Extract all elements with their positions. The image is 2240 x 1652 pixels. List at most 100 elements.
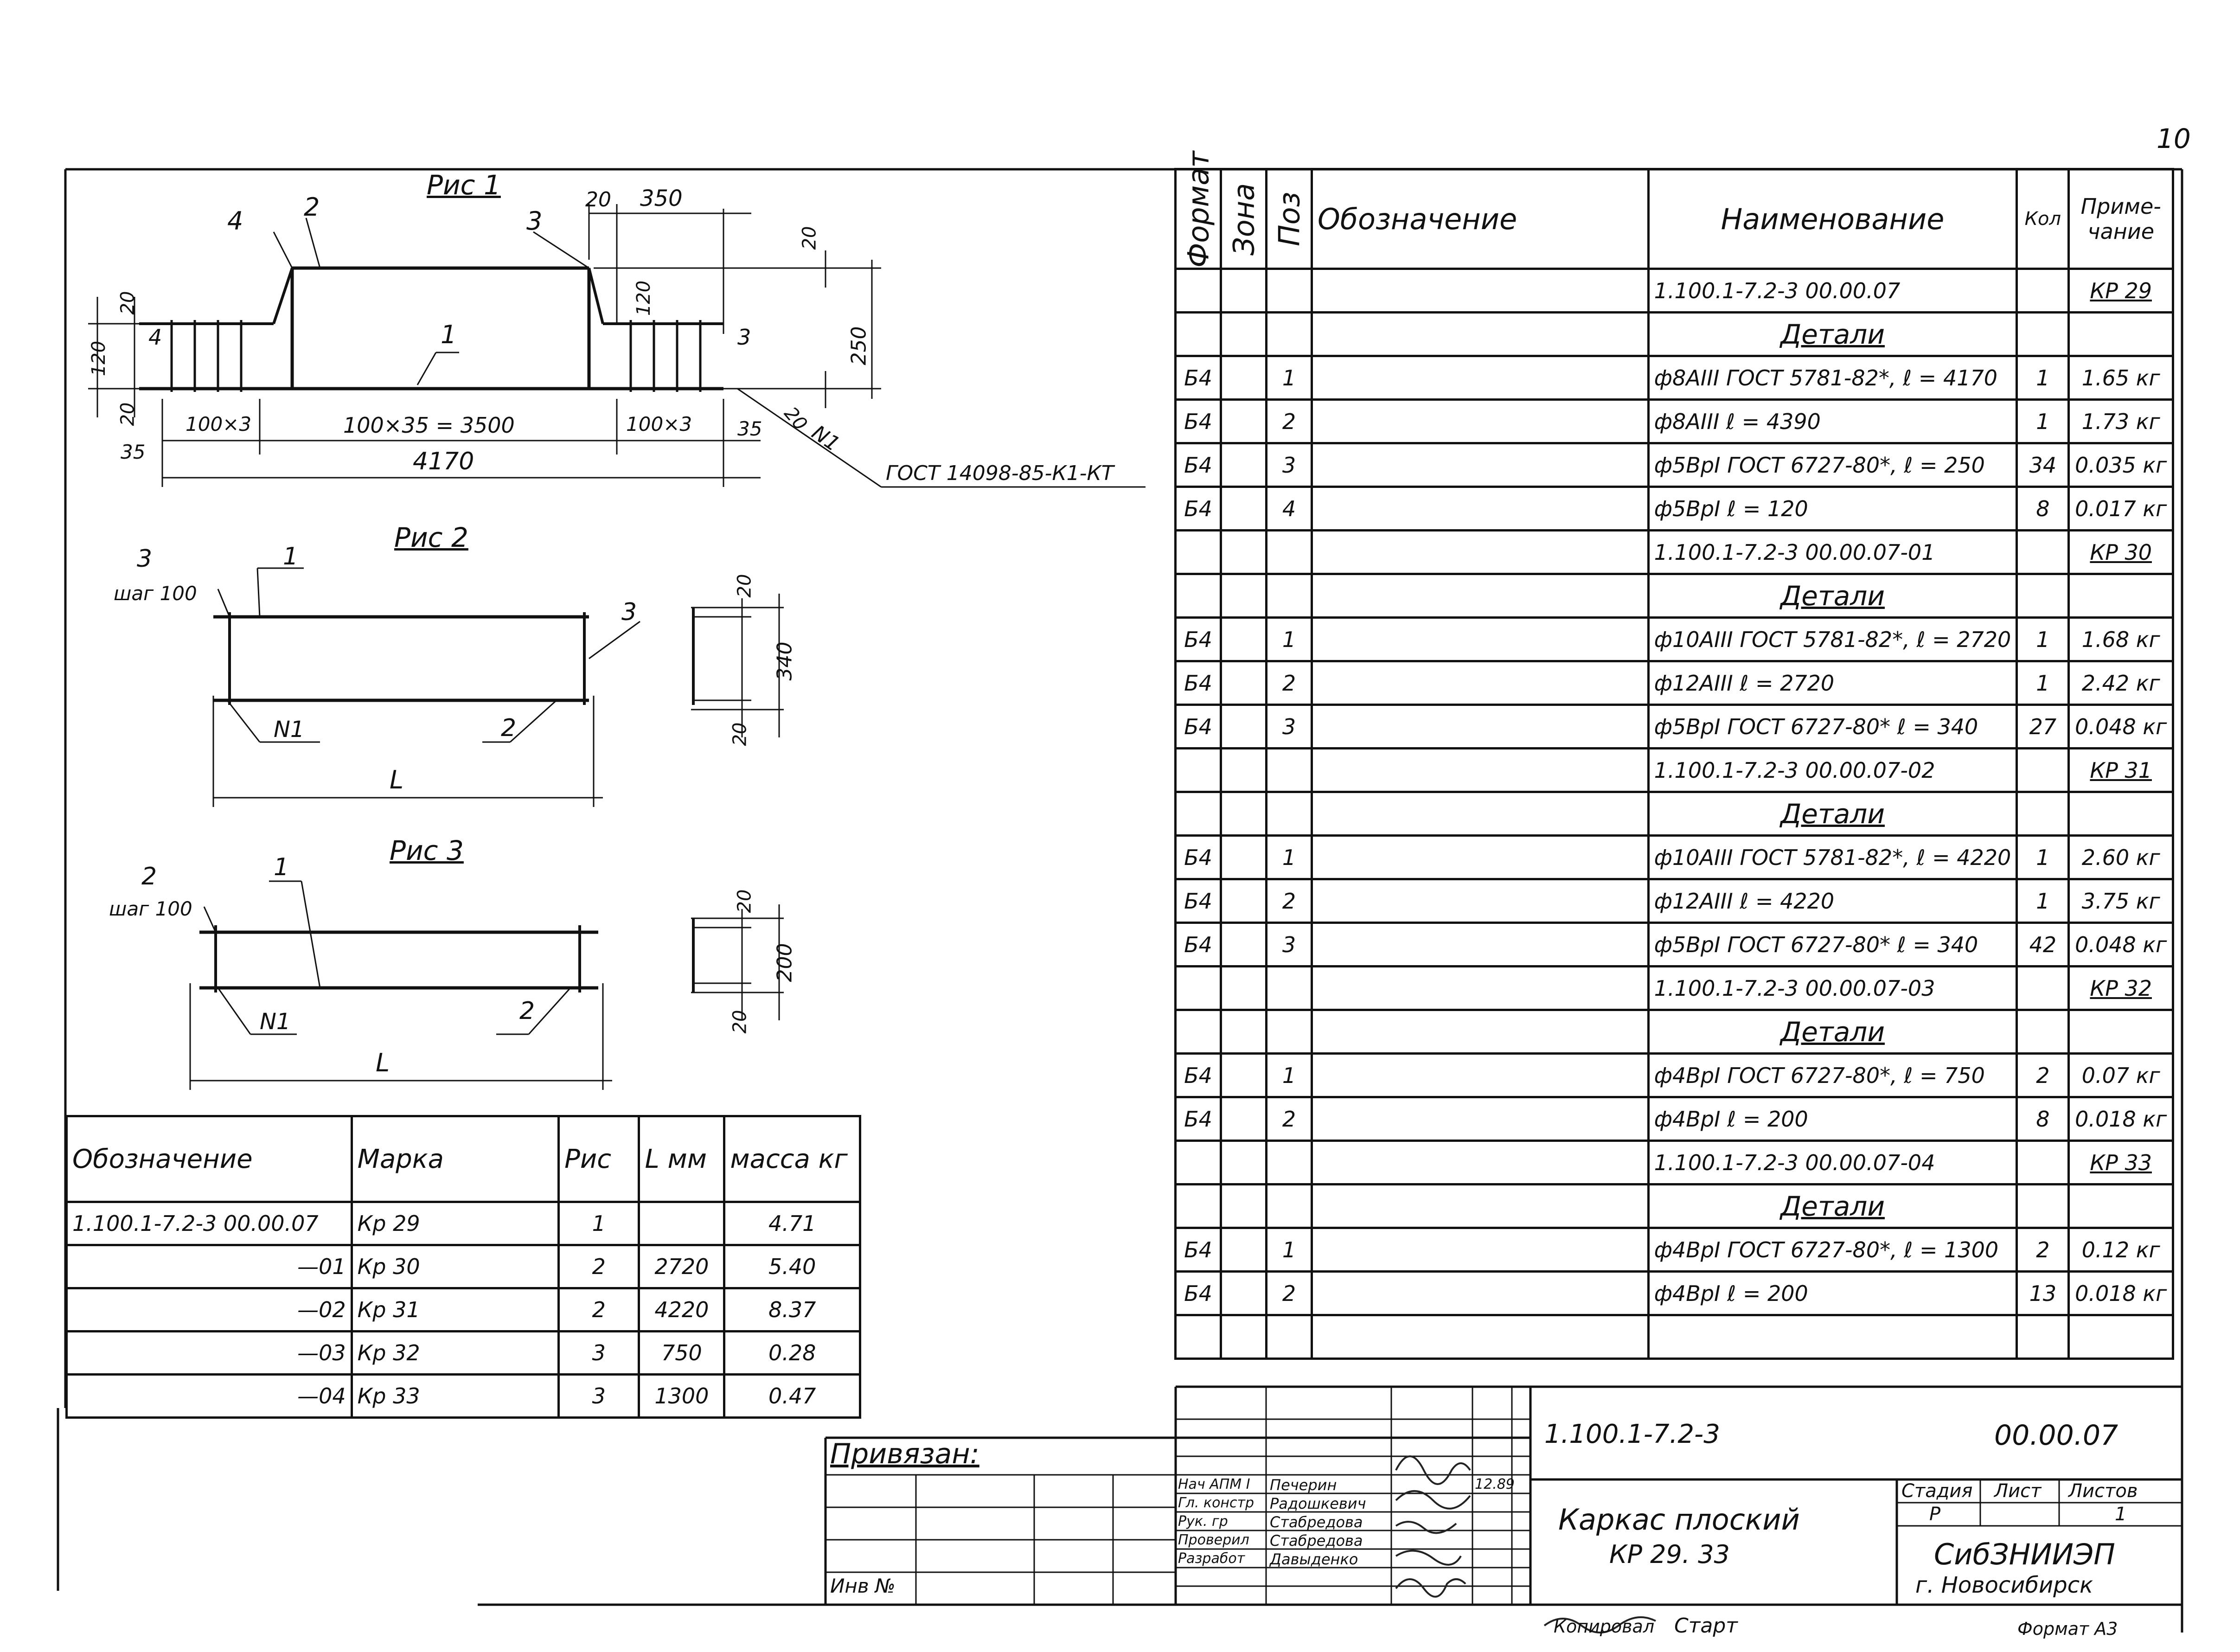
fig1-dim: 4170 [413,448,474,475]
spec-cell-note: 0.035 кг [2067,442,2174,488]
role-date: 12.89 [1475,1476,1515,1492]
mark-header-length: L мм [638,1115,726,1203]
spec-cell-pos: 2 [1265,1270,1313,1316]
spec-cell-qty: 2 [2016,1227,2070,1273]
spec-cell-qty [2016,268,2070,314]
fig1-pos-label: 3 [737,325,751,350]
spec-cell-zone [1220,791,1267,837]
sheets-label: Листов [2068,1480,2138,1502]
fig1-dim: 35 [737,417,762,440]
format-label: Формат А3 [2017,1619,2118,1639]
mark-cell-designation: —03 [65,1330,353,1376]
spec-cell-name: ф12АIII ℓ = 2720 [1647,660,2018,706]
spec-cell-designation [1311,1140,1650,1185]
spec-cell-name: 1.100.1-7.2-3 00.00.07-02 [1647,747,2018,793]
fig1-dim: 120 [633,280,655,316]
spec-cell-name: ф10АIII ГОСТ 5781-82*, ℓ = 4220 [1647,834,2018,880]
spec-cell-pos [1265,1009,1313,1055]
spec-cell-pos [1265,311,1313,357]
spec-cell-zone [1220,660,1267,706]
spec-cell-pos [1265,1140,1313,1185]
spec-cell-qty: 8 [2016,1096,2070,1142]
spec-cell-zone [1220,878,1267,924]
spec-cell-designation [1311,1183,1650,1229]
page-number: 10 [2157,123,2191,154]
fig2-pos-label: 3 [137,545,153,573]
spec-cell-designation [1311,660,1650,706]
spec-cell-zone [1220,1270,1267,1316]
spec-cell-pos: 2 [1265,1096,1313,1142]
spec-header-format: Формат [1175,151,1221,269]
spec-cell-pos [1265,573,1313,619]
mark-cell-designation: —02 [65,1287,353,1332]
spec-cell-designation [1311,704,1650,749]
spec-cell-pos: 3 [1265,442,1313,488]
spec-cell-designation [1311,1314,1650,1360]
spec-cell-zone [1220,1227,1267,1273]
spec-cell-zone [1220,355,1267,401]
spec-cell-pos [1265,529,1313,575]
spec-cell-format [1174,573,1222,619]
spec-cell-name: 1.100.1-7.2-3 00.00.07-01 [1647,529,2018,575]
spec-cell-zone [1220,486,1267,531]
fig3-section-dim: 20 [729,1010,751,1034]
mark-cell-fig: 3 [557,1330,640,1376]
spec-cell-format: Б4 [1174,1227,1222,1273]
spec-section-heading: Детали [1647,1009,2018,1055]
table-row: Детали [1174,1183,2174,1229]
spec-cell-designation [1311,311,1650,357]
mark-cell-length: 750 [638,1330,726,1376]
fig1-dim: 100×3 [186,413,252,435]
spec-table-header-row: Формат Зона Поз Обозначение Наименование… [1175,151,2174,270]
fig1-pos-label: 4 [148,325,162,350]
mark-cell-mark: Кр 33 [350,1373,560,1419]
spec-cell-note [2067,1314,2174,1360]
spec-cell-designation [1311,1227,1650,1273]
spec-cell-designation [1311,878,1650,924]
fig2-pos-label: 2 [501,714,517,742]
mark-cell-fig: 2 [557,1287,640,1332]
spec-cell-name: ф5ВрI ℓ = 120 [1647,486,2018,531]
fig1-dim: 20 [117,402,139,426]
mark-cell-length: 4220 [638,1287,726,1332]
spec-cell-qty [2016,791,2070,837]
spec-cell-format: Б4 [1174,704,1222,749]
fig1-gost-note: ГОСТ 14098-85-К1-КТ [886,461,1114,485]
spec-cell-format: Б4 [1174,1096,1222,1142]
fig1-pos-label: 4 [227,206,243,236]
spec-cell-qty: 1 [2016,660,2070,706]
spec-cell-note: КР 33 [2067,1140,2174,1185]
org-line2: г. Новосибирск [1915,1572,2093,1598]
spec-cell-note: 2.42 кг [2067,660,2174,706]
signature-marks [1395,1455,1656,1633]
spec-header-note: Приме-чание [2067,168,2174,270]
spec-cell-format: Б4 [1174,878,1222,924]
spec-cell-format: Б4 [1174,355,1222,401]
spec-cell-qty: 1 [2016,616,2070,662]
spec-cell-qty: 27 [2016,704,2070,749]
spec-cell-zone [1220,834,1267,880]
table-row: Детали [1174,1009,2174,1055]
spec-section-heading: Детали [1647,311,2018,357]
spec-cell-pos: 2 [1265,398,1313,444]
spec-cell-zone [1220,747,1267,793]
doc-title-line1: Каркас плоский [1558,1503,1800,1537]
spec-cell-designation [1311,529,1650,575]
fig1-title: Рис 1 [427,169,501,201]
fig1-pos-label: 2 [304,192,320,222]
spec-cell-designation [1311,442,1650,488]
spec-table: Формат Зона Поз Обозначение Наименование… [1174,151,2174,1360]
fig1-dim: 35 [121,441,146,463]
mark-cell-fig: 2 [557,1244,640,1289]
table-row [1174,1314,2174,1360]
spec-section-heading: Детали [1647,1183,2018,1229]
spec-cell-qty: 42 [2016,922,2070,967]
mark-cell-designation: —04 [65,1373,353,1419]
spec-cell-format [1174,1140,1222,1185]
